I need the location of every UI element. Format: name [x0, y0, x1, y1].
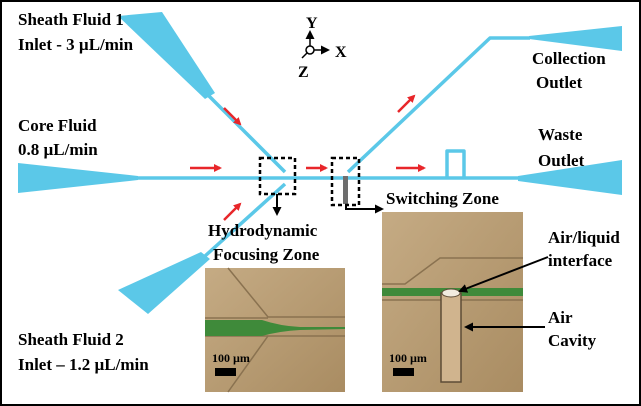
collection-channel [346, 36, 530, 174]
sheath2-label-line1: Sheath Fluid 2 [18, 330, 124, 349]
hydro-label-line2: Focusing Zone [213, 245, 320, 264]
sheath2-inlet-funnel [118, 252, 210, 314]
hydrodynamic-focusing-box [258, 156, 297, 196]
sheath1-inlet-funnel [118, 12, 215, 99]
hydro-focusing-micrograph: 100 µm [205, 267, 345, 393]
air-liquid-interface-photo [441, 288, 461, 298]
focused-green-stream [205, 320, 345, 336]
air-cavity-marker [343, 176, 348, 204]
waste-label-line2: Outlet [538, 151, 585, 170]
y-axis-label: Y [306, 15, 318, 32]
scalebar-left-label: 100 µm [212, 351, 250, 365]
air-liquid-label-line2: interface [548, 251, 613, 270]
switch-channel-wall-top [382, 257, 523, 285]
hydro-channel-wall-top [227, 267, 345, 318]
origin-circle [305, 45, 315, 55]
sheath1-label-line2: Inlet - 3 µL/min [18, 35, 134, 54]
channel-network [18, 12, 622, 314]
collection-label-line2: Outlet [536, 73, 583, 92]
x-axis-label: X [335, 44, 347, 61]
core-inlet-funnel [18, 163, 138, 193]
switching-zone-label: Switching Zone [386, 189, 499, 208]
scalebar-right-bar [393, 368, 414, 376]
air-liquid-label-line1: Air/liquid [548, 228, 620, 247]
hydro-label-line1: Hydrodynamic [208, 221, 318, 240]
sheath1-channel [206, 93, 287, 174]
waste-label-line1: Waste [538, 125, 583, 144]
scalebar-right-label: 100 µm [389, 351, 427, 365]
collection-label-line1: Collection [532, 49, 606, 68]
sheath2-channel [203, 182, 287, 258]
flow-arrow-sheath2 [223, 202, 242, 221]
sheath2-label-line2: Inlet – 1.2 µL/min [18, 355, 149, 374]
air-cavity-label-line2: Cavity [548, 331, 597, 350]
waste-stub [445, 149, 466, 178]
air-cavity-photo [440, 292, 462, 383]
axes-indicator [301, 30, 330, 59]
waste-outlet-funnel [518, 160, 622, 195]
air-cavity-label-line1: Air [548, 308, 573, 327]
z-axis-label: Z [298, 64, 309, 81]
flow-arrows [190, 94, 426, 221]
core-label-line2: 0.8 µL/min [18, 140, 98, 159]
core-label-line1: Core Fluid [18, 116, 97, 135]
sheath1-label-line1: Sheath Fluid 1 [18, 10, 124, 29]
collection-outlet-funnel [529, 26, 622, 51]
switching-zone-micrograph: 100 µm [382, 212, 549, 392]
flow-arrow-sheath1 [223, 107, 242, 126]
pointer-air-liquid [458, 256, 549, 293]
flow-arrow-collection [397, 94, 416, 113]
scalebar-left-bar [215, 368, 236, 376]
